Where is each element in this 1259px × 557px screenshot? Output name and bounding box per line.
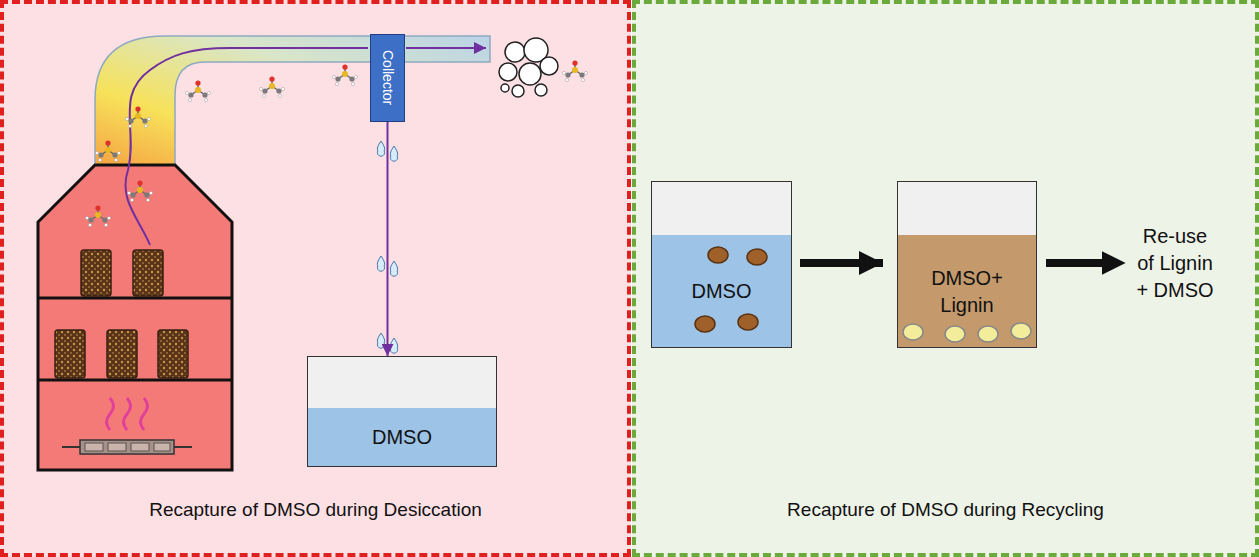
dmso-molecule [85,60,587,226]
panel-caption: Recapture of DMSO during Desiccation [4,498,627,522]
panel-region: Recapture of DMSO during Recycling DMSO DM… [632,0,1259,557]
panel-region: Recapture of DMSO during Desiccation Coll… [0,0,631,557]
process-note: Re-use of Lignin + DMSO [1133,223,1217,304]
drying-oven [38,165,232,470]
process-arrow [800,259,883,267]
beaker: DMSO [651,181,792,348]
vapour-path [125,48,368,245]
beaker-label: DMSO+ Lignin [925,265,1009,319]
beaker: DMSO+ Lignin [897,181,1037,348]
process-arrow [1046,259,1104,267]
condensate-flow [387,122,389,356]
lignin-precipitate [903,323,1031,342]
beaker: DMSO [307,356,497,467]
collector-box: Collector [370,34,405,122]
collector-label: Collector [380,50,396,105]
vapour-path [406,47,486,49]
beaker-label: DMSO [372,424,432,451]
exhaust-duct [95,36,490,168]
panel-ground [632,0,1259,557]
panel-ground [0,0,631,557]
panel-caption: Recapture of DMSO during Recycling [636,498,1255,522]
beaker-label: DMSO [692,278,752,305]
vapour-cloud [499,38,558,97]
beaker-liquid [307,181,1037,467]
